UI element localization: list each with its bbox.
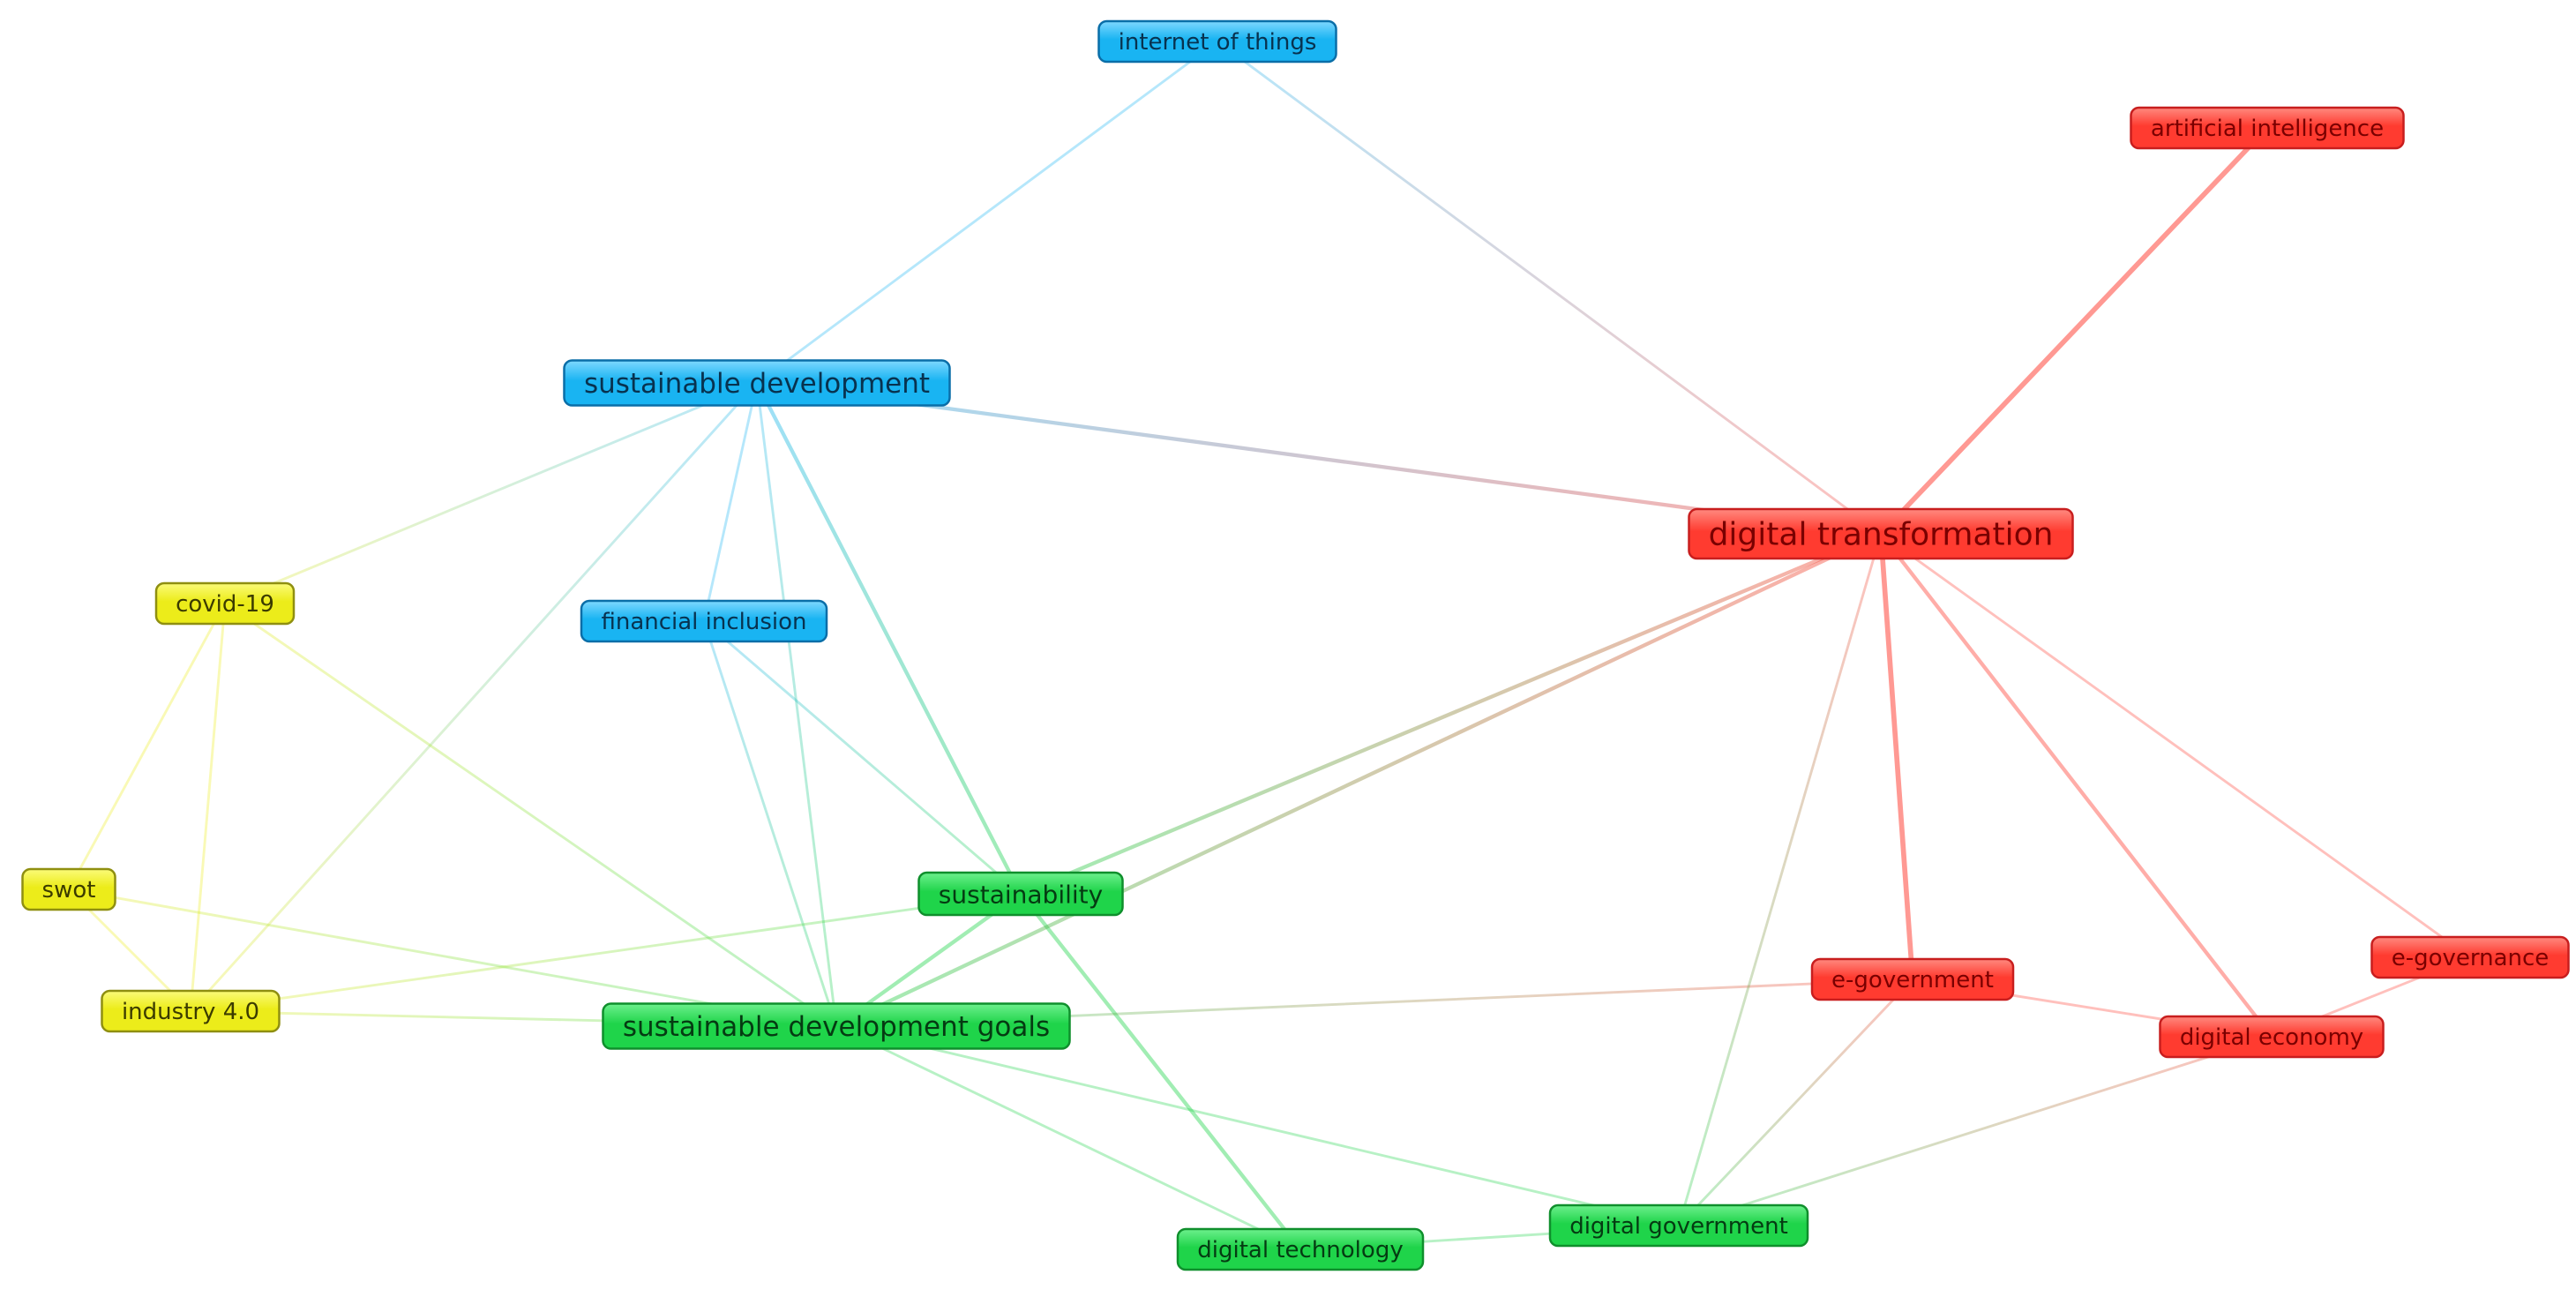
edge-digital-transformation-to-e-governance <box>1879 532 2472 959</box>
node-label-digital-government: digital government <box>1569 1213 1788 1240</box>
edge-sustainable-development-to-covid-19 <box>223 381 759 605</box>
edge-digital-transformation-to-digital-economy <box>1878 531 2274 1039</box>
node-e-governance[interactable]: e-governance <box>2370 935 2570 979</box>
node-box-sustainable-development <box>563 359 951 407</box>
node-label-digital-transformation: digital transformation <box>1709 517 2054 553</box>
edge-sustainable-development-goals-to-digital-transformation <box>834 531 1883 1029</box>
node-e-government[interactable]: e-government <box>1810 957 2015 1001</box>
node-label-e-governance: e-governance <box>2392 945 2550 971</box>
node-label-artificial-intelligence: artificial intelligence <box>2151 116 2384 142</box>
node-artificial-intelligence[interactable]: artificial intelligence <box>2130 106 2405 150</box>
node-box-covid-19 <box>154 581 296 626</box>
node-label-digital-technology: digital technology <box>1197 1237 1403 1263</box>
node-digital-government[interactable]: digital government <box>1548 1203 1809 1248</box>
edge-financial-inclusion-to-sustainable-development-goals <box>702 619 838 1028</box>
node-box-digital-technology <box>1176 1227 1425 1271</box>
edge-financial-inclusion-to-sustainability <box>702 619 1022 896</box>
edge-covid-19-to-sustainable-development-goals <box>223 602 838 1028</box>
edge-internet-of-things-to-digital-transformation <box>1216 40 1883 536</box>
edge-sustainable-development-to-sustainability <box>754 380 1023 896</box>
node-box-e-government <box>1810 957 2015 1001</box>
node-layer: internet of things artificial intelligenc… <box>21 19 2570 1271</box>
edge-internet-of-things-to-sustainable-development <box>755 40 1219 385</box>
edge-digital-transformation-to-digital-government <box>1677 532 1883 1227</box>
node-label-financial-inclusion: financial inclusion <box>601 609 806 635</box>
node-digital-technology[interactable]: digital technology <box>1176 1227 1425 1271</box>
node-label-digital-economy: digital economy <box>2180 1024 2363 1051</box>
node-box-swot <box>21 867 116 911</box>
node-industry-4-0[interactable]: industry 4.0 <box>101 989 281 1033</box>
node-sustainability[interactable]: sustainability <box>917 871 1124 917</box>
edge-sustainable-development-to-sustainable-development-goals <box>755 381 838 1028</box>
node-label-industry-4-0: industry 4.0 <box>122 999 259 1025</box>
edge-layer <box>67 40 2472 1252</box>
node-label-covid-19: covid-19 <box>176 591 274 618</box>
node-swot[interactable]: swot <box>21 867 116 911</box>
node-label-sustainability: sustainability <box>939 881 1103 910</box>
edge-digital-economy-to-digital-government <box>1677 1035 2273 1227</box>
node-box-sustainable-development-goals <box>602 1002 1071 1050</box>
edge-sustainable-development-to-financial-inclusion <box>702 381 759 623</box>
edge-sustainability-to-digital-technology <box>1018 891 1303 1252</box>
edge-covid-19-to-industry-4-0 <box>189 602 227 1013</box>
node-label-sustainable-development: sustainable development <box>584 368 930 400</box>
node-label-internet-of-things: internet of things <box>1119 29 1317 56</box>
node-digital-transformation[interactable]: digital transformation <box>1688 507 2074 560</box>
node-label-swot: swot <box>42 877 96 903</box>
node-box-digital-economy <box>2159 1015 2385 1059</box>
node-covid-19[interactable]: covid-19 <box>154 581 296 626</box>
node-sustainable-development-goals[interactable]: sustainable development goals <box>602 1002 1071 1050</box>
edge-sustainability-to-digital-transformation <box>1018 531 1883 896</box>
edge-e-government-to-digital-government <box>1677 978 1914 1227</box>
node-box-e-governance <box>2370 935 2570 979</box>
node-financial-inclusion[interactable]: financial inclusion <box>580 599 828 643</box>
edge-sustainable-development-to-industry-4-0 <box>189 381 759 1013</box>
edge-sustainable-development-goals-to-digital-technology <box>835 1024 1302 1251</box>
node-box-digital-transformation <box>1688 507 2074 560</box>
edge-industry-4-0-to-sustainability <box>189 892 1022 1013</box>
node-internet-of-things[interactable]: internet of things <box>1097 19 1337 64</box>
node-box-industry-4-0 <box>101 989 281 1033</box>
node-box-financial-inclusion <box>580 599 828 643</box>
node-box-internet-of-things <box>1097 19 1337 64</box>
node-box-sustainability <box>917 871 1124 917</box>
node-sustainable-development[interactable]: sustainable development <box>563 359 951 407</box>
node-box-digital-government <box>1548 1203 1809 1248</box>
edge-covid-19-to-swot <box>67 602 227 891</box>
node-box-artificial-intelligence <box>2130 106 2405 150</box>
edge-sustainable-development-goals-to-digital-government <box>835 1024 1681 1227</box>
node-digital-economy[interactable]: digital economy <box>2159 1015 2385 1059</box>
node-label-sustainable-development-goals: sustainable development goals <box>623 1011 1050 1043</box>
edge-artificial-intelligence-to-digital-transformation <box>1878 125 2270 536</box>
node-label-e-government: e-government <box>1831 967 1994 993</box>
edge-digital-transformation-to-e-government <box>1878 531 1915 982</box>
